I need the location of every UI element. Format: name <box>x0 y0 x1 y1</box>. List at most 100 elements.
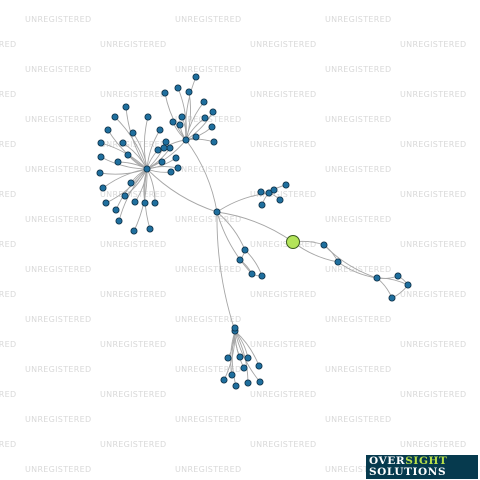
graph-node <box>265 189 273 197</box>
watermark-text: UNREGISTERED <box>400 240 466 249</box>
graph-node <box>320 241 328 249</box>
graph-node <box>182 136 190 144</box>
graph-edge <box>143 116 149 170</box>
watermark-text: UNREGISTERED <box>400 340 466 349</box>
watermark-text: UNREGISTERED <box>325 215 391 224</box>
graph-node <box>192 133 200 141</box>
graph-node <box>156 126 164 134</box>
graph-edge <box>234 330 260 367</box>
watermark-text: UNREGISTERED <box>175 15 241 24</box>
graph-node <box>141 199 149 207</box>
graph-node <box>220 376 228 384</box>
graph-node <box>240 364 248 372</box>
graph-edge <box>146 139 187 170</box>
watermark-text: UNREGISTERED <box>175 465 241 474</box>
watermark-text: UNREGISTERED <box>250 40 316 49</box>
watermark-text: UNREGISTERED <box>250 240 316 249</box>
watermark-text: UNREGISTERED <box>325 165 391 174</box>
graph-node <box>244 354 252 362</box>
graph-node <box>115 217 123 225</box>
graph-node <box>161 89 169 97</box>
graph-node <box>131 198 139 206</box>
graph-node <box>270 186 278 194</box>
graph-node <box>404 281 412 289</box>
graph-node <box>244 379 252 387</box>
watermark-text: UNREGISTERED <box>175 215 241 224</box>
graph-node <box>248 270 256 278</box>
graph-node <box>373 274 381 282</box>
graph-node <box>258 201 266 209</box>
graph-node <box>169 118 177 126</box>
graph-edge <box>185 139 218 213</box>
watermark-text: UNREGISTERED <box>175 165 241 174</box>
graph-node <box>258 272 266 280</box>
watermark-text: UNREGISTERED <box>100 190 166 199</box>
graph-node <box>232 382 240 390</box>
node-layer <box>96 73 412 390</box>
watermark-text: UNREGISTERED <box>25 315 91 324</box>
graph-node <box>127 179 135 187</box>
watermark-text: UNREGISTERED <box>400 440 466 449</box>
watermark-text: UNREGISTERED <box>400 140 466 149</box>
graph-node <box>124 151 132 159</box>
watermark-text: UNREGISTERED <box>25 215 91 224</box>
graph-node <box>144 113 152 121</box>
watermark-text: UNREGISTERED <box>400 190 466 199</box>
watermark-text: UNREGISTERED <box>0 290 16 299</box>
watermark-text: UNREGISTERED <box>100 440 166 449</box>
graph-node <box>121 192 129 200</box>
graph-node <box>394 272 402 280</box>
graph-node <box>158 158 166 166</box>
watermark-text: UNREGISTERED <box>0 90 16 99</box>
watermark-text: UNREGISTERED <box>25 465 91 474</box>
watermark-text: UNREGISTERED <box>100 40 166 49</box>
focus-node[interactable] <box>286 235 300 249</box>
graph-node <box>146 225 154 233</box>
graph-node <box>224 354 232 362</box>
watermark-text: UNREGISTERED <box>100 390 166 399</box>
graph-node <box>210 138 218 146</box>
watermark-text: UNREGISTERED <box>100 340 166 349</box>
watermark-text: UNREGISTERED <box>400 40 466 49</box>
graph-node <box>99 184 107 192</box>
graph-node <box>208 123 216 131</box>
graph-node <box>209 108 217 116</box>
graph-node <box>241 246 249 254</box>
graph-edge <box>216 211 253 275</box>
graph-node <box>178 113 186 121</box>
watermark-text: UNREGISTERED <box>0 190 16 199</box>
watermark-text: UNREGISTERED <box>25 15 91 24</box>
graph-edge <box>234 330 249 384</box>
graph-node <box>388 294 396 302</box>
watermark-text: UNREGISTERED <box>100 90 166 99</box>
logo-word-over: OVER <box>369 455 406 467</box>
graph-node <box>256 378 264 386</box>
graph-edge <box>337 261 378 279</box>
watermark-text: UNREGISTERED <box>250 90 316 99</box>
graph-node <box>255 362 263 370</box>
graph-edge <box>107 129 148 170</box>
graph-node <box>174 84 182 92</box>
graph-node <box>236 353 244 361</box>
graph-edge <box>100 156 148 170</box>
watermark-text: UNREGISTERED <box>250 290 316 299</box>
graph-node <box>122 103 130 111</box>
watermark-text: UNREGISTERED <box>175 65 241 74</box>
watermark-text: UNREGISTERED <box>250 440 316 449</box>
watermark-text: UNREGISTERED <box>325 365 391 374</box>
watermark-text: UNREGISTERED <box>100 290 166 299</box>
logo-line-1: OVERSIGHT <box>369 456 447 467</box>
watermark-text: UNREGISTERED <box>400 90 466 99</box>
logo-word-solutions: SOLUTIONS <box>369 466 447 478</box>
graph-node <box>112 206 120 214</box>
watermark-text: UNREGISTERED <box>25 415 91 424</box>
graph-edge <box>146 129 161 170</box>
graph-node <box>257 188 265 196</box>
watermark-text: UNREGISTERED <box>100 240 166 249</box>
watermark-text: UNREGISTERED <box>25 365 91 374</box>
watermark-text: UNREGISTERED <box>25 265 91 274</box>
watermark-text: UNREGISTERED <box>0 390 16 399</box>
watermark-text: UNREGISTERED <box>25 165 91 174</box>
graph-node <box>192 73 200 81</box>
